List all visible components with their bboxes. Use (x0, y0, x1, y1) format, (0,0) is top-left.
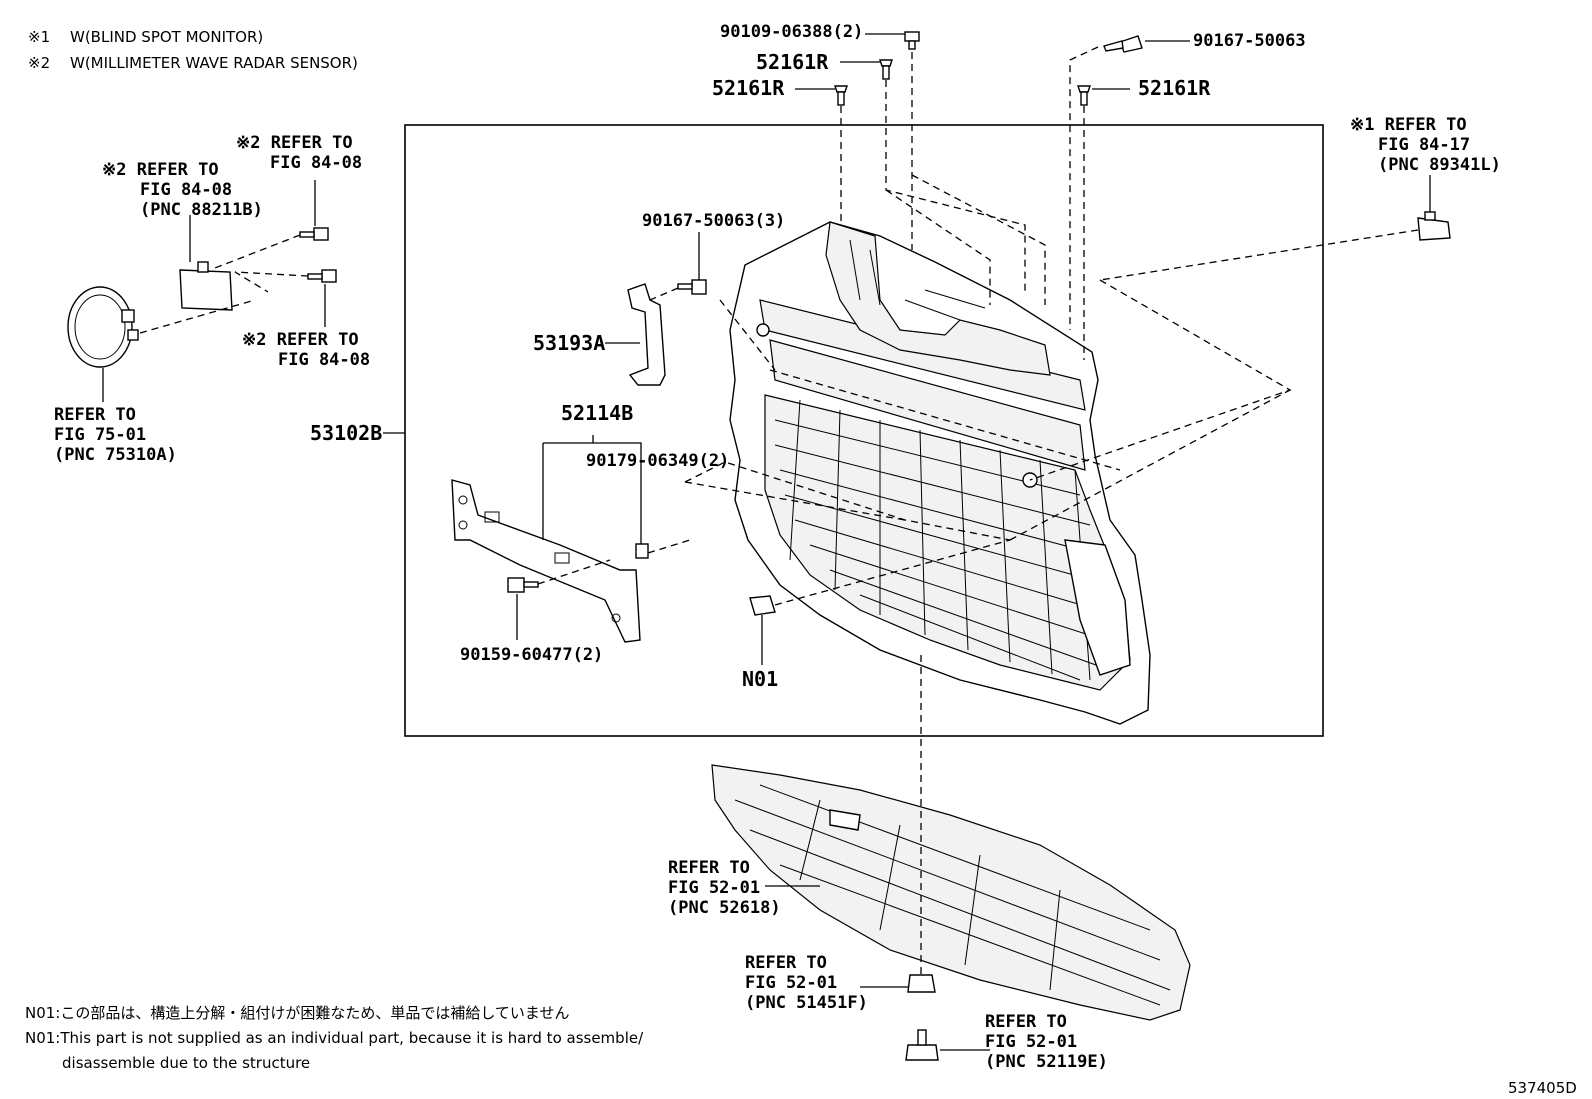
blind-spot-sensor-bracket[interactable] (1417, 211, 1451, 241)
assembly-line-frame-2 (1009, 389, 1291, 541)
label-52114B: 52114B (561, 401, 633, 425)
radar-sensor-88211B[interactable] (179, 261, 233, 311)
assembly-lines-top (840, 46, 1099, 360)
clip-52161R-b[interactable] (834, 85, 848, 106)
screw-90167-50063-top[interactable] (1103, 35, 1143, 53)
ref-51451F-line3: (PNC 51451F) (745, 993, 868, 1013)
clip-90179-06349[interactable] (635, 543, 649, 559)
radar-bolt-lower[interactable] (307, 269, 337, 283)
bolt-52119E[interactable] (905, 1029, 939, 1061)
ref-52119E-line1: REFER TO (985, 1012, 1067, 1032)
bolt-90109-06388[interactable] (904, 31, 920, 50)
legend: ※1 W(BLIND SPOT MONITOR) ※2 W(MILLIMETER… (28, 28, 358, 72)
ref-52618-line3: (PNC 52618) (668, 898, 781, 918)
under-cover-52618[interactable] (711, 764, 1191, 1021)
ref-right-line2: FIG 84-17 (1378, 135, 1470, 155)
label-90159-60477: 90159-60477(2) (460, 645, 603, 665)
assembly-line-right (1099, 229, 1419, 281)
n01-part[interactable] (749, 595, 776, 616)
ref-75-line2: FIG 75-01 (54, 425, 146, 445)
ref-radar-bottom-line2: FIG 84-08 (278, 350, 370, 370)
label-53193A: 53193A (533, 331, 605, 355)
ref-52119E-line2: FIG 52-01 (985, 1032, 1077, 1052)
ref-right-line1: ※1 REFER TO (1350, 115, 1467, 135)
radar-bolt-upper[interactable] (299, 227, 329, 241)
label-52161R-b: 52161R (712, 76, 785, 100)
label-90179-06349: 90179-06349(2) (586, 451, 729, 471)
clip-52161R-c[interactable] (1077, 85, 1091, 106)
under-cover-ribs (734, 784, 1171, 1006)
ref-radar-pnc-line3: (PNC 88211B) (140, 200, 263, 220)
radar-assembly-lines (102, 180, 326, 402)
legend-mark-1: ※1 (28, 28, 50, 46)
legend-mark-2: ※2 (28, 54, 50, 72)
ref-75-line1: REFER TO (54, 405, 136, 425)
label-90109-06388: 90109-06388(2) (720, 22, 863, 42)
note-n01-english-line2: disassemble due to the structure (62, 1054, 310, 1072)
ref-radar-pnc-line2: FIG 84-08 (140, 180, 232, 200)
ref-52618-line1: REFER TO (668, 858, 750, 878)
note-n01-japanese: N01:この部品は、構造上分解・組付けが困難なため、単品では補給していません (25, 1004, 569, 1022)
assembly-line-53193A (649, 287, 679, 301)
label-90167-50063-3: 90167-50063(3) (642, 211, 785, 231)
ref-radar-bottom-line1: ※2 REFER TO (242, 330, 359, 350)
radar-cover-75310A[interactable] (67, 286, 139, 368)
legend-text-1: W(BLIND SPOT MONITOR) (70, 28, 263, 46)
ref-51451F-line2: FIG 52-01 (745, 973, 837, 993)
ref-52618-line2: FIG 52-01 (668, 878, 760, 898)
note-n01-english-line1: N01:This part is not supplied as an indi… (25, 1029, 644, 1047)
ref-radar-top-line1: ※2 REFER TO (236, 133, 353, 153)
label-53102B: 53102B (310, 421, 382, 445)
ref-radar-top-line2: FIG 84-08 (270, 153, 362, 173)
ref-52119E-line3: (PNC 52119E) (985, 1052, 1108, 1072)
figure-id: 537405D (1508, 1079, 1577, 1097)
grille-assembly[interactable] (729, 221, 1151, 725)
bracket-52114B[interactable] (451, 479, 641, 643)
bracket-53193A[interactable] (627, 283, 666, 386)
grille-mesh (774, 399, 1121, 681)
label-N01: N01 (742, 667, 778, 691)
ref-75-line3: (PNC 75310A) (54, 445, 177, 465)
screw-90167-50063-3[interactable] (677, 279, 707, 295)
ref-radar-pnc-line1: ※2 REFER TO (102, 160, 219, 180)
bracket-52114B-lines (383, 432, 1011, 665)
bolt-90159-60477[interactable] (507, 577, 539, 593)
label-52161R-c: 52161R (1138, 76, 1211, 100)
clip-51451F[interactable] (907, 974, 936, 993)
assembly-line-center (769, 369, 1121, 471)
ref-right-line3: (PNC 89341L) (1378, 155, 1501, 175)
ref-51451F-line1: REFER TO (745, 953, 827, 973)
legend-text-2: W(MILLIMETER WAVE RADAR SENSOR) (70, 54, 358, 72)
assembly-line-53193A-2 (719, 299, 776, 371)
label-52161R-a: 52161R (756, 50, 829, 74)
assembly-frame (404, 124, 1324, 737)
clip-52161R-a[interactable] (879, 59, 893, 80)
label-90167-50063-top: 90167-50063 (1193, 31, 1306, 51)
